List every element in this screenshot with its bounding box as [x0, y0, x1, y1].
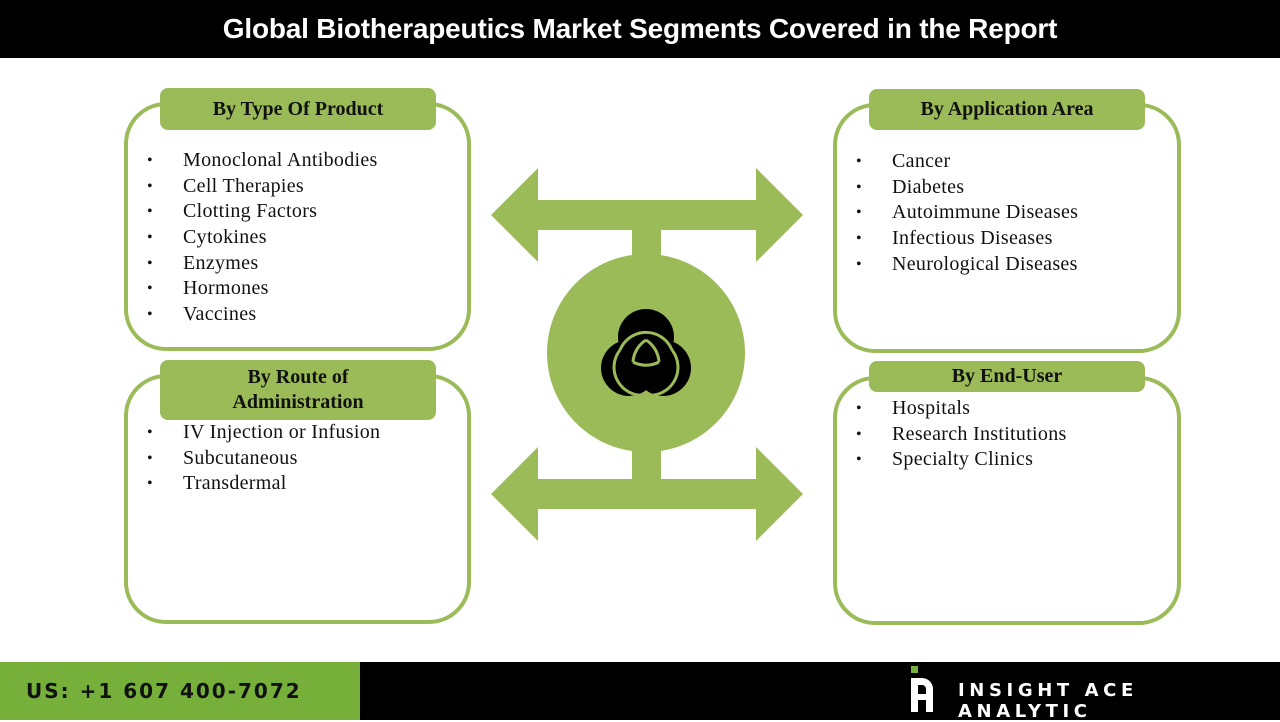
- list-item: •Vaccines: [147, 302, 378, 328]
- bullet-icon: •: [856, 425, 862, 443]
- list-item: •Subcutaneous: [147, 446, 380, 472]
- bullet-icon: •: [856, 451, 862, 469]
- bullet-icon: •: [147, 203, 153, 221]
- list-item: •Hormones: [147, 276, 378, 302]
- list-application-area: •Cancer •Diabetes •Autoimmune Diseases •…: [856, 149, 1078, 277]
- venn-three-circles-icon: [601, 309, 691, 397]
- list-item: •Research Institutions: [856, 422, 1067, 448]
- list-type-of-product: •Monoclonal Antibodies •Cell Therapies •…: [147, 148, 378, 328]
- bullet-icon: •: [147, 449, 153, 467]
- bullet-icon: •: [147, 424, 153, 441]
- phone-number: US: +1 607 400-7072: [26, 679, 302, 703]
- list-item: •Transdermal: [147, 471, 380, 497]
- list-item: •Cancer: [856, 149, 1078, 175]
- panel-title-text: By Type Of Product: [212, 97, 384, 120]
- list-item: •Clotting Factors: [147, 199, 378, 225]
- insight-ace-logo-icon: [911, 666, 933, 712]
- bullet-icon: •: [147, 280, 153, 298]
- list-item: •Infectious Diseases: [856, 226, 1078, 252]
- footer-brand-bar: INSIGHT ACE ANALYTIC: [360, 662, 1280, 722]
- bullet-icon: •: [856, 178, 862, 196]
- bullet-icon: •: [856, 230, 862, 248]
- panel-title-route-of-administration: By Route of Administration: [160, 360, 436, 420]
- bullet-icon: •: [856, 255, 862, 273]
- list-item: •Cytokines: [147, 225, 378, 251]
- panel-title-type-of-product: By Type Of Product: [160, 88, 436, 130]
- page-title: Global Biotherapeutics Market Segments C…: [222, 13, 1058, 44]
- list-item: •Cell Therapies: [147, 174, 378, 200]
- panel-application-area: [833, 103, 1181, 353]
- list-item: •Hospitals: [856, 396, 1067, 422]
- list-item: •Neurological Diseases: [856, 252, 1078, 278]
- double-arrow-bottom-icon: [491, 447, 803, 541]
- panel-title-text: By Route of Administration: [232, 366, 364, 413]
- bullet-icon: •: [147, 254, 153, 272]
- list-item: •Monoclonal Antibodies: [147, 148, 378, 174]
- panel-title-application-area: By Application Area: [869, 89, 1145, 130]
- panel-end-user: [833, 376, 1181, 625]
- bullet-icon: •: [147, 475, 153, 493]
- bullet-icon: •: [147, 152, 153, 169]
- center-hub-graphic: [491, 168, 803, 541]
- bullet-icon: •: [147, 229, 153, 247]
- list-item: •Diabetes: [856, 175, 1078, 201]
- brand-name: INSIGHT ACE ANALYTIC: [958, 680, 1138, 722]
- bullet-icon: •: [147, 306, 153, 324]
- double-arrow-top-icon: [491, 168, 803, 262]
- bullet-icon: •: [856, 400, 862, 417]
- list-end-user: •Hospitals •Research Institutions •Speci…: [856, 396, 1067, 473]
- bullet-icon: •: [856, 204, 862, 222]
- panel-title-text: By Application Area: [920, 98, 1094, 120]
- bullet-icon: •: [147, 177, 153, 195]
- footer-contact-bar: US: +1 607 400-7072: [0, 662, 360, 720]
- bullet-icon: •: [856, 153, 862, 170]
- panel-title-text: By End-User: [951, 365, 1063, 387]
- list-item: •Specialty Clinics: [856, 447, 1067, 473]
- list-item: •Autoimmune Diseases: [856, 200, 1078, 226]
- list-item: •Enzymes: [147, 251, 378, 277]
- panel-title-end-user: By End-User: [869, 361, 1145, 392]
- header-bar: Global Biotherapeutics Market Segments C…: [0, 0, 1280, 58]
- list-item: •IV Injection or Infusion: [147, 420, 380, 446]
- list-route-of-administration: •IV Injection or Infusion •Subcutaneous …: [147, 420, 380, 497]
